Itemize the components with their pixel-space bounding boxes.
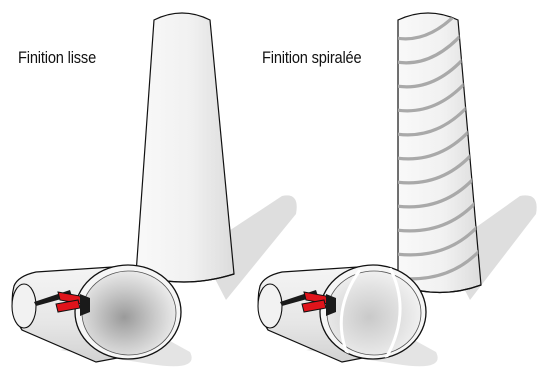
caption-spiral-finish: Finition spiralée <box>262 48 361 68</box>
caption-smooth-finish: Finition lisse <box>18 48 96 68</box>
standing-duct-smooth <box>136 13 234 282</box>
